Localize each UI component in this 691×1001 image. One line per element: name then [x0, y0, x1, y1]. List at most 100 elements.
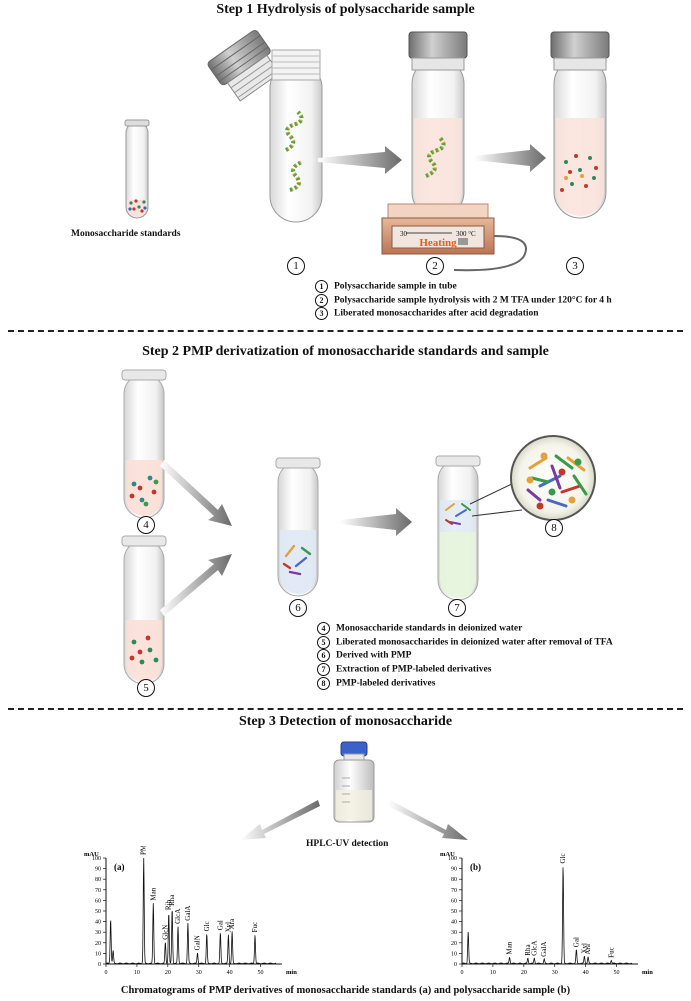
y-tick-label: 30	[95, 930, 101, 936]
x-tick-label: 10	[134, 970, 140, 976]
peak-label-glc: Glc	[559, 853, 567, 863]
peak-label-xyl: Xyl	[580, 943, 588, 954]
peak-label-glca: GlcA	[530, 941, 538, 956]
y-tick-label: 40	[451, 920, 457, 926]
section-divider-2	[8, 708, 683, 710]
step-number-2: 2	[426, 257, 444, 275]
chromatogram-trace	[105, 857, 277, 965]
heater-min: 30	[400, 230, 408, 238]
x-tick-label: 20	[521, 970, 527, 976]
zoom-circle-8	[510, 435, 596, 521]
heater-max: 300 °C	[456, 230, 476, 238]
arrow-6-to-7	[340, 508, 412, 536]
tube-cap-floating	[207, 30, 281, 102]
x-axis-label: min	[286, 969, 297, 976]
y-tick-label: 0	[98, 962, 101, 968]
heater-brand: Heating	[419, 237, 457, 249]
y-tick-label: 60	[451, 898, 457, 904]
peak-label-fuc: Fuc	[251, 922, 259, 933]
peak-label-xyl: Xyl	[224, 922, 232, 933]
x-tick-label: 20	[165, 970, 171, 976]
y-tick-label: 20	[95, 941, 101, 947]
peak-label-glc: Glc	[203, 921, 211, 931]
tube-3	[550, 31, 610, 219]
step-number-5: 5	[137, 679, 155, 697]
section-divider-1	[8, 330, 683, 332]
heating-block	[381, 203, 527, 272]
y-tick-label: 20	[451, 941, 457, 947]
x-tick-label: 50	[614, 970, 620, 976]
peak-label-fuc: Fuc	[607, 947, 615, 958]
peak-label-galn: GalN	[193, 935, 201, 950]
standards-label: Monosaccharide standards	[71, 229, 181, 239]
step-number-7: 7	[448, 599, 466, 617]
y-tick-label: 70	[95, 888, 101, 894]
peak-label-gal: Gal	[572, 937, 580, 947]
x-tick-label: 30	[552, 970, 558, 976]
x-axis-label: min	[642, 969, 653, 976]
step-number-1: 1	[287, 257, 305, 275]
arrow-1-to-2	[318, 146, 402, 174]
peak-label-glca: GlcA	[174, 909, 182, 924]
tube-7	[435, 455, 481, 601]
arrow-5-to-6	[160, 554, 232, 616]
tube-2	[408, 31, 468, 219]
x-tick-label: 40	[227, 970, 233, 976]
y-tick-label: 80	[451, 877, 457, 883]
tube-4	[121, 369, 167, 519]
y-tick-label: 100	[92, 856, 101, 862]
detector-label: HPLC-UV detection	[306, 839, 389, 849]
x-tick-label: 50	[258, 970, 264, 976]
peak-label-rha: Rha	[524, 944, 532, 956]
y-tick-label: 80	[95, 877, 101, 883]
step2-illustration	[121, 369, 596, 685]
arrow-2-to-3	[474, 144, 546, 172]
step1-illustration: 30 300 °C Heating	[124, 30, 610, 272]
x-tick-label: 10	[490, 970, 496, 976]
peak-label-ara: Ara	[584, 943, 592, 954]
peak-label-man: Man	[506, 941, 514, 954]
tube-6	[275, 457, 321, 597]
y-tick-label: 40	[95, 920, 101, 926]
peak-label-ara: Ara	[228, 918, 236, 929]
peak-label-man: Man	[149, 887, 157, 900]
y-tick-label: 90	[451, 867, 457, 873]
figure-caption: Chromatograms of PMP derivatives of mono…	[120, 985, 571, 996]
x-tick-label: 30	[196, 970, 202, 976]
step3-title: Step 3 Detection of monosaccharide	[238, 714, 453, 729]
step-number-8: 8	[545, 519, 563, 537]
zoom-connector	[469, 481, 523, 517]
y-tick-label: 50	[451, 909, 457, 915]
sample-vial	[333, 741, 375, 823]
step-number-3: 3	[566, 257, 584, 275]
x-tick-label: 0	[461, 970, 464, 976]
y-tick-label: 100	[448, 856, 457, 862]
y-tick-label: 50	[95, 909, 101, 915]
y-tick-label: 10	[95, 951, 101, 957]
chromatogram-trace	[461, 867, 633, 965]
y-tick-label: 90	[95, 867, 101, 873]
y-axis-label: mAU	[440, 851, 455, 858]
step2-title: Step 2 PMP derivatization of monosacchar…	[142, 344, 549, 359]
y-tick-label: 10	[451, 951, 457, 957]
peak-label-gal: Gal	[216, 920, 224, 930]
step3-illustration	[240, 741, 468, 840]
peak-label-gala: GalA	[540, 942, 548, 957]
step1-title: Step 1 Hydrolysis of polysaccharide samp…	[216, 2, 475, 17]
peak-label-rha: Rha	[168, 894, 176, 906]
tube-1	[269, 49, 323, 223]
x-tick-label: 0	[105, 970, 108, 976]
panel-label: (a)	[114, 862, 125, 872]
x-tick-label: 40	[583, 970, 589, 976]
panel-label: (b)	[470, 862, 481, 872]
